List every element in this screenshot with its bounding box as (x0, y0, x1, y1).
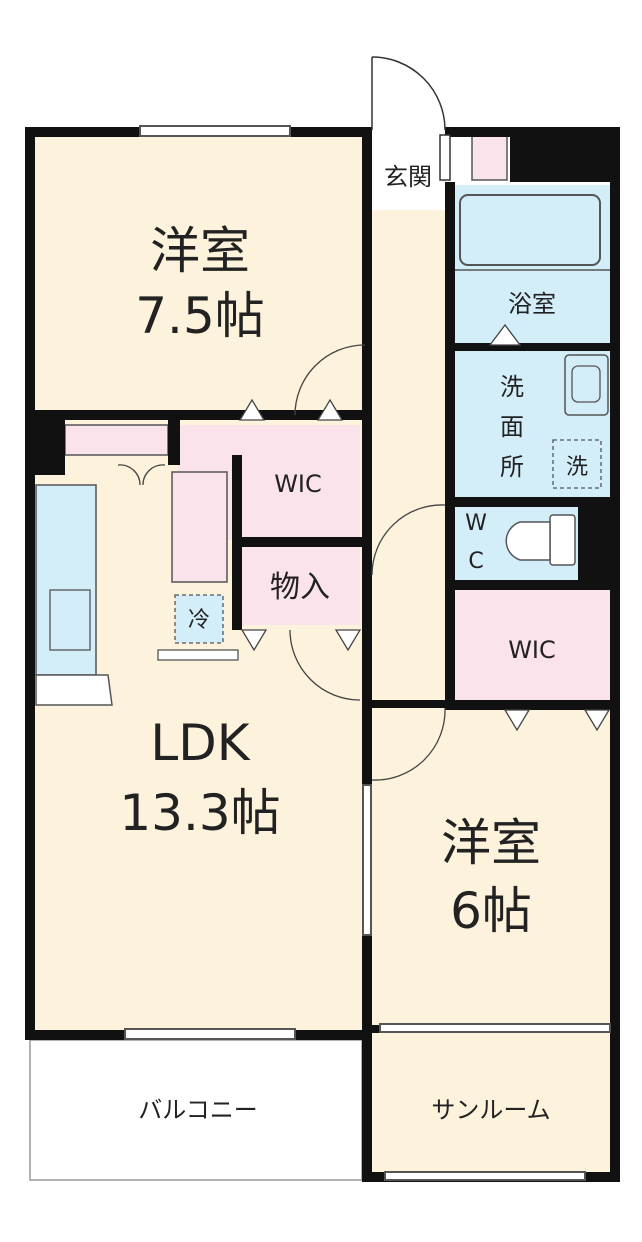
balcony-label: バルコニー (138, 1096, 258, 1124)
shoe-cabinet (471, 134, 508, 181)
kitchen-counter (35, 484, 97, 676)
counter-end (35, 674, 113, 706)
entrance-label: 玄関 (384, 163, 432, 191)
entrance-floor (372, 135, 447, 210)
pantry-shelf (64, 424, 169, 456)
wic-upper-label: WIC (274, 470, 322, 498)
kitchen-base (157, 649, 239, 661)
wc-label-c: C (468, 549, 483, 574)
fridge-space (174, 594, 224, 644)
bathtub (459, 194, 601, 266)
bathroom-label: 浴室 (508, 290, 556, 318)
washroom-label-2: 面 (500, 413, 524, 441)
balcony-floor (29, 1039, 363, 1181)
western-room-bottom (372, 705, 610, 1030)
western-bottom-name: 洋室 (441, 814, 541, 872)
sink (49, 589, 91, 651)
sunroom-floor (372, 1030, 610, 1175)
toilet (505, 514, 576, 566)
wc-label-w: W (465, 511, 487, 536)
storage-floor (238, 545, 360, 625)
washroom-label-3: 所 (500, 453, 524, 481)
washbasin (564, 354, 609, 416)
washroom-label-1: 洗 (500, 373, 524, 401)
sunroom-label: サンルーム (431, 1096, 550, 1124)
washer-space (552, 439, 602, 489)
wic-lower-label: WIC (508, 636, 556, 664)
western-top-name: 洋室 (150, 222, 250, 280)
wic-lower-floor (455, 590, 610, 705)
western-room-top (30, 135, 365, 415)
ldk-name: LDK (150, 714, 250, 772)
door-swings (117, 344, 446, 781)
ldk-size: 13.3帖 (119, 784, 280, 842)
fridge-label: 冷 (188, 608, 210, 633)
storage-label: 物入 (270, 570, 330, 605)
western-top-size: 7.5帖 (135, 287, 265, 345)
windows (124, 125, 611, 1181)
kitchen-unit (171, 471, 228, 583)
hallway (365, 185, 450, 710)
western-bottom-size: 6帖 (450, 882, 532, 940)
folding-door-marks (238, 323, 611, 732)
front-door (371, 56, 451, 181)
washer-label: 洗 (566, 455, 588, 480)
